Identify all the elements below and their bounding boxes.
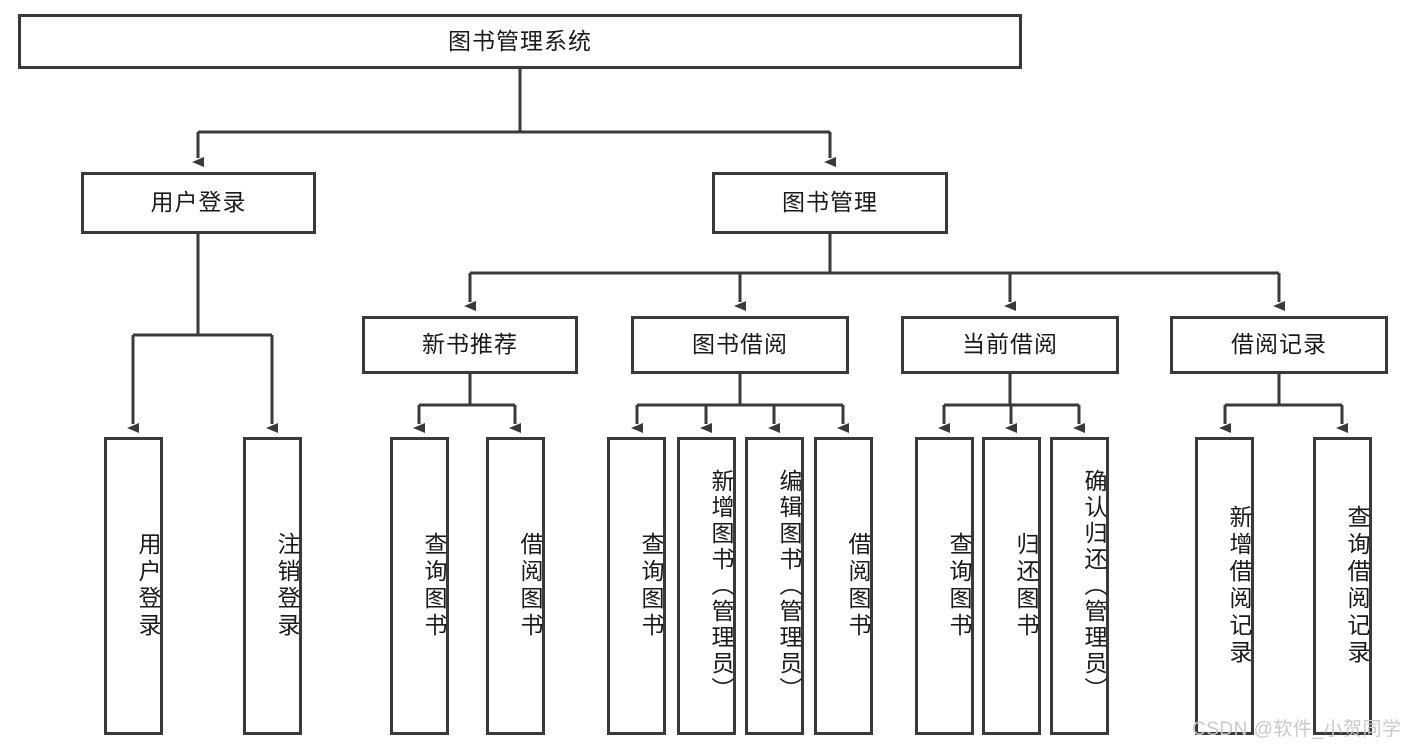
leaf-query-book-1-label: 查询图书 xyxy=(421,532,447,640)
leaf-edit-book[interactable]: 编辑图书（管理员） xyxy=(745,437,804,735)
leaf-borrow-book-2[interactable]: 借阅图书 xyxy=(814,437,873,735)
leaf-confirm-return[interactable]: 确认归还（管理员） xyxy=(1050,437,1109,735)
leaf-return-book[interactable]: 归还图书 xyxy=(982,437,1041,735)
leaf-confirm-return-label: 确认归还（管理员） xyxy=(1081,469,1107,703)
leaf-query-record-label: 查询借阅记录 xyxy=(1344,505,1370,667)
node-root[interactable]: 图书管理系统 xyxy=(18,14,1022,69)
node-book-borrow-label: 图书借阅 xyxy=(692,331,788,358)
leaf-logout-login[interactable]: 注销登录 xyxy=(243,437,302,735)
leaf-query-record[interactable]: 查询借阅记录 xyxy=(1313,437,1372,735)
node-new-book-recommend[interactable]: 新书推荐 xyxy=(362,316,578,374)
leaf-add-record-label: 新增借阅记录 xyxy=(1226,505,1252,667)
node-borrow-record[interactable]: 借阅记录 xyxy=(1170,316,1388,374)
leaf-borrow-book-2-label: 借阅图书 xyxy=(845,532,871,640)
node-book-borrow[interactable]: 图书借阅 xyxy=(631,316,849,374)
node-user-login[interactable]: 用户登录 xyxy=(81,172,316,234)
leaf-borrow-book-1[interactable]: 借阅图书 xyxy=(486,437,545,735)
node-root-label: 图书管理系统 xyxy=(448,27,592,54)
leaf-query-book-1[interactable]: 查询图书 xyxy=(390,437,449,735)
leaf-query-book-3[interactable]: 查询图书 xyxy=(915,437,974,735)
leaf-logout-login-label: 注销登录 xyxy=(274,532,300,640)
leaf-add-book[interactable]: 新增图书（管理员） xyxy=(677,437,736,735)
leaf-query-book-2-label: 查询图书 xyxy=(638,532,664,640)
node-new-book-recommend-label: 新书推荐 xyxy=(422,331,518,358)
leaf-user-login-label: 用户登录 xyxy=(135,532,161,640)
node-user-login-label: 用户登录 xyxy=(150,189,247,216)
node-borrow-record-label: 借阅记录 xyxy=(1231,331,1327,358)
node-book-management[interactable]: 图书管理 xyxy=(712,172,948,234)
watermark: CSDN @软件_小贺同学 xyxy=(1192,719,1402,740)
node-current-borrow[interactable]: 当前借阅 xyxy=(901,316,1119,374)
leaf-query-book-3-label: 查询图书 xyxy=(946,532,972,640)
leaf-user-login[interactable]: 用户登录 xyxy=(104,437,163,735)
leaf-add-record[interactable]: 新增借阅记录 xyxy=(1195,437,1254,735)
node-current-borrow-label: 当前借阅 xyxy=(962,331,1058,358)
leaf-query-book-2[interactable]: 查询图书 xyxy=(607,437,666,735)
leaf-borrow-book-1-label: 借阅图书 xyxy=(517,532,543,640)
node-book-management-label: 图书管理 xyxy=(782,189,878,216)
leaf-return-book-label: 归还图书 xyxy=(1013,532,1039,640)
leaf-edit-book-label: 编辑图书（管理员） xyxy=(776,469,802,703)
leaf-add-book-label: 新增图书（管理员） xyxy=(708,469,734,703)
